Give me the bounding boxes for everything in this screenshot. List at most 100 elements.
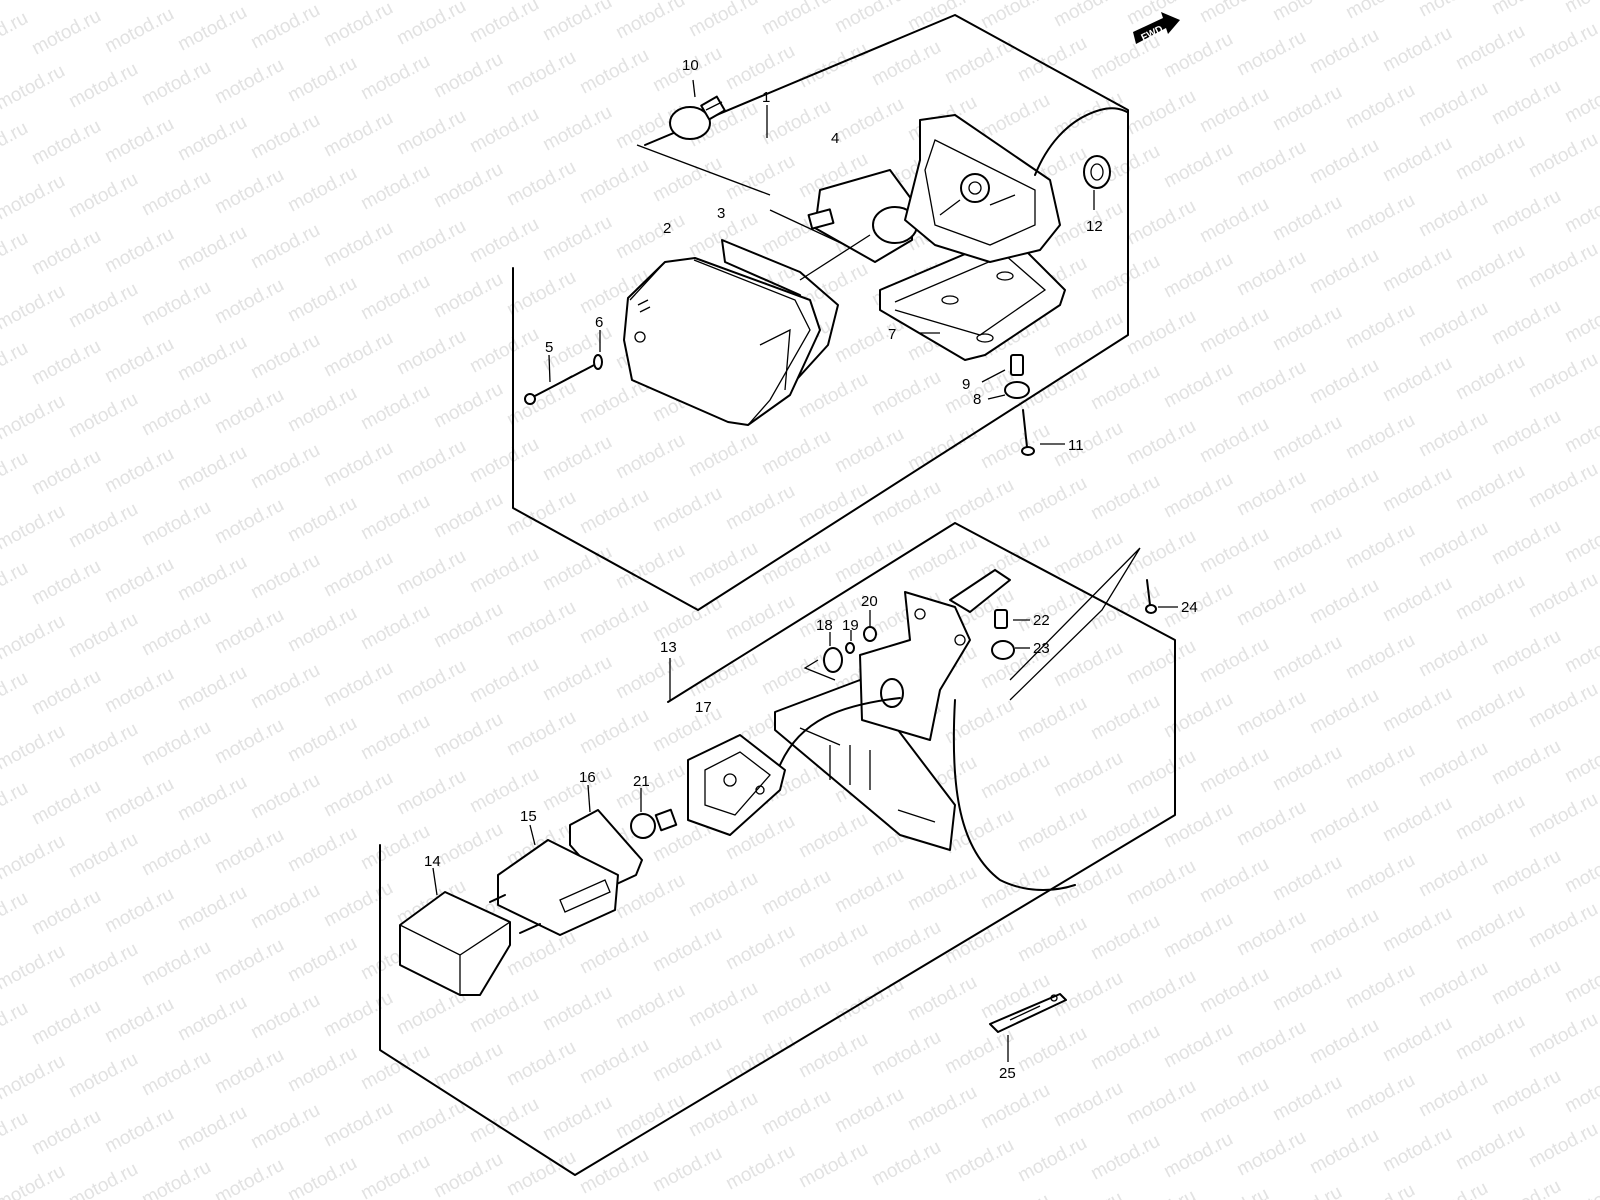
callout-15: 15: [520, 808, 537, 825]
watermark-text: motod.ru: [1561, 294, 1600, 348]
watermark-text: motod.ru: [1452, 1011, 1528, 1065]
watermark-text: motod.ru: [0, 1161, 69, 1200]
watermark-text: motod.ru: [1415, 408, 1491, 462]
watermark-text: motod.ru: [1379, 133, 1455, 187]
watermark-text: motod.ru: [576, 595, 652, 649]
watermark-text: motod.ru: [1233, 797, 1309, 851]
watermark-text: motod.ru: [941, 1135, 1017, 1189]
watermark-text: motod.ru: [576, 485, 652, 539]
watermark-text: motod.ru: [1379, 243, 1455, 297]
watermark-text: motod.ru: [1452, 791, 1528, 845]
watermark-text: motod.ru: [0, 391, 69, 445]
watermark-text: motod.ru: [1050, 1188, 1126, 1200]
watermark-text: motod.ru: [357, 51, 433, 105]
watermark-text: motod.ru: [28, 886, 104, 940]
watermark-text: motod.ru: [977, 90, 1053, 144]
watermark-text: motod.ru: [1087, 801, 1163, 855]
watermark-text: motod.ru: [1452, 241, 1528, 295]
watermark-text: motod.ru: [1087, 361, 1163, 415]
watermark-text: motod.ru: [1488, 846, 1564, 900]
watermark-text: motod.ru: [1269, 742, 1345, 796]
watermark-text: motod.ru: [138, 827, 214, 881]
watermark-text: motod.ru: [868, 917, 944, 971]
watermark-text: motod.ru: [1488, 1066, 1564, 1120]
watermark-text: motod.ru: [1342, 410, 1418, 464]
watermark-text: motod.ru: [1525, 129, 1600, 183]
watermark-text: motod.ru: [977, 750, 1053, 804]
watermark-text: motod.ru: [284, 1153, 360, 1200]
watermark-text: motod.ru: [138, 57, 214, 111]
watermark-text: motod.ru: [722, 151, 798, 205]
watermark-text: motod.ru: [0, 0, 69, 4]
watermark-text: motod.ru: [1196, 524, 1272, 578]
watermark-text: motod.ru: [1123, 86, 1199, 140]
watermark-text: motod.ru: [1123, 856, 1199, 910]
watermark-text: motod.ru: [1342, 960, 1418, 1014]
watermark-text: motod.ru: [138, 387, 214, 441]
watermark-text: motod.ru: [393, 436, 469, 490]
watermark-text: motod.ru: [0, 8, 32, 62]
watermark-text: motod.ru: [1561, 404, 1600, 458]
part-24-bolt: [1145, 579, 1157, 614]
watermark-text: motod.ru: [1269, 192, 1345, 246]
watermark-text: motod.ru: [28, 776, 104, 830]
callout-6: 6: [595, 314, 603, 331]
watermark-text: motod.ru: [904, 972, 980, 1026]
watermark-text: motod.ru: [977, 1190, 1053, 1200]
callout-3: 3: [717, 205, 725, 222]
watermark-text: motod.ru: [539, 982, 615, 1036]
watermark-text: motod.ru: [393, 656, 469, 710]
watermark-text: motod.ru: [1233, 137, 1309, 191]
part-14-lens: [399, 891, 541, 996]
watermark-text: motod.ru: [138, 717, 214, 771]
part-19-washer: [845, 642, 855, 654]
watermark-text: motod.ru: [320, 988, 396, 1042]
watermark-text: motod.ru: [247, 880, 323, 934]
watermark-text: motod.ru: [1233, 247, 1309, 301]
watermark-text: motod.ru: [247, 660, 323, 714]
callout-11: 11: [1068, 437, 1084, 454]
watermark-text: motod.ru: [1050, 0, 1126, 31]
watermark-text: motod.ru: [1196, 84, 1272, 138]
watermark-text: motod.ru: [904, 532, 980, 586]
watermark-text: motod.ru: [0, 888, 32, 942]
watermark-text: motod.ru: [28, 996, 104, 1050]
watermark-text: motod.ru: [1160, 29, 1236, 83]
watermark-text: motod.ru: [1452, 901, 1528, 955]
watermark-text: motod.ru: [503, 707, 579, 761]
watermark-text: motod.ru: [1452, 571, 1528, 625]
watermark-text: motod.ru: [211, 1155, 287, 1200]
watermark-text: motod.ru: [430, 1149, 506, 1200]
watermark-text: motod.ru: [1196, 0, 1272, 27]
watermark-text: motod.ru: [0, 61, 69, 115]
watermark-text: motod.ru: [685, 1088, 761, 1142]
watermark-text: motod.ru: [1160, 689, 1236, 743]
callout-18: 18: [816, 617, 833, 634]
watermark-text: motod.ru: [612, 980, 688, 1034]
watermark-text: motod.ru: [1233, 577, 1309, 631]
watermark-text: motod.ru: [612, 1090, 688, 1144]
watermark-text: motod.ru: [539, 1092, 615, 1146]
part-23-grommet: [991, 640, 1015, 660]
watermark-text: motod.ru: [795, 809, 871, 863]
watermark-text: motod.ru: [1123, 636, 1199, 690]
watermark-text: motod.ru: [1342, 740, 1418, 794]
watermark-text: motod.ru: [0, 831, 69, 885]
watermark-text: motod.ru: [503, 597, 579, 651]
watermark-text: motod.ru: [1123, 1076, 1199, 1130]
watermark-text: motod.ru: [1525, 899, 1600, 953]
watermark-text: motod.ru: [539, 762, 615, 816]
part-20-nut: [863, 626, 877, 642]
watermark-text: motod.ru: [393, 766, 469, 820]
callout-5: 5: [545, 339, 553, 356]
watermark-text: motod.ru: [1306, 1015, 1382, 1069]
callout-19: 19: [842, 617, 859, 634]
watermark-text: motod.ru: [539, 432, 615, 486]
callout-22: 22: [1033, 612, 1050, 629]
watermark-text: motod.ru: [65, 59, 141, 113]
upper-assembly: [512, 14, 1129, 611]
watermark-text: motod.ru: [320, 658, 396, 712]
watermark-text: motod.ru: [1452, 131, 1528, 185]
watermark-text: motod.ru: [503, 377, 579, 431]
